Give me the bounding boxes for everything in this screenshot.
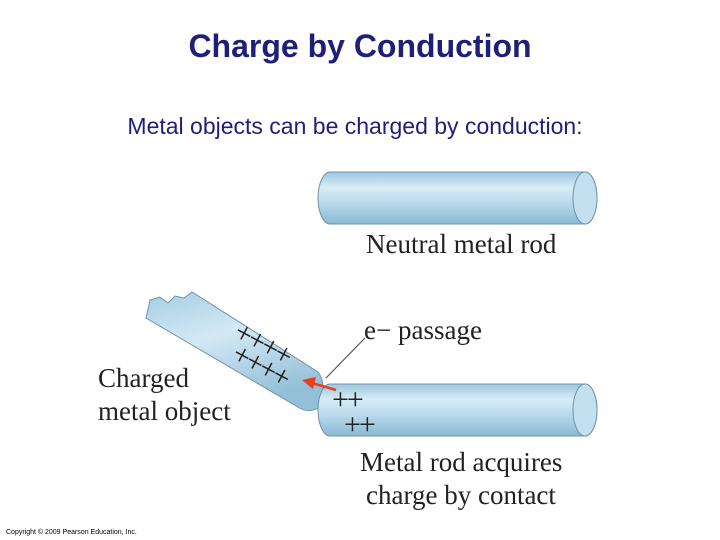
- label-neutral-rod: Neutral metal rod: [366, 229, 557, 259]
- copyright-notice: Copyright © 2009 Pearson Education, Inc.: [6, 529, 137, 536]
- label-charged-object-line1: Charged: [98, 363, 189, 393]
- label-electron-passage: e− passage: [364, 315, 482, 345]
- rod-charges-row1: ++: [332, 383, 363, 416]
- passage-pointer-line: [325, 337, 366, 379]
- slide-subtitle: Metal objects can be charged by conducti…: [127, 113, 583, 139]
- slide-title: Charge by Conduction: [188, 28, 532, 64]
- charged-metal-rod: [317, 383, 598, 437]
- label-acquires-line1: Metal rod acquires: [360, 447, 563, 477]
- rod-charges-row2: ++: [344, 408, 375, 441]
- neutral-metal-rod: [317, 171, 598, 225]
- label-acquires-line2: charge by contact: [366, 480, 556, 510]
- electron-flow-arrow-icon: [302, 377, 337, 392]
- label-charged-object-line2: metal object: [98, 396, 231, 426]
